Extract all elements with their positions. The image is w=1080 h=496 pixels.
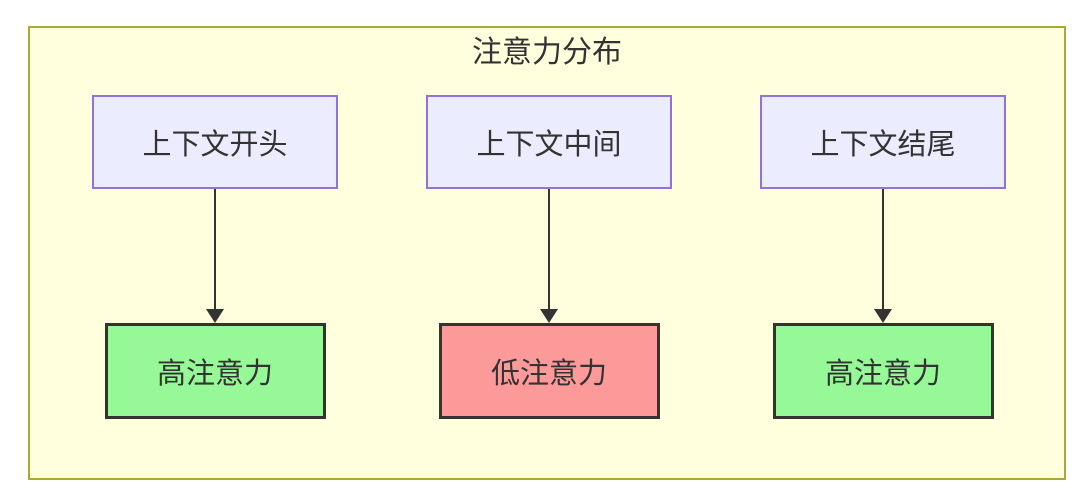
flow-column-context-start: 上下文开头 高注意力: [92, 95, 338, 419]
arrow-line: [214, 189, 216, 309]
node-attention-middle: 低注意力: [438, 323, 660, 419]
arrow-context-start-to-attention: [206, 189, 224, 323]
arrowhead-down-icon: [540, 309, 558, 323]
flow-column-context-middle: 上下文中间 低注意力: [426, 95, 672, 419]
arrow-line: [548, 189, 550, 309]
arrowhead-down-icon: [874, 309, 892, 323]
node-context-middle: 上下文中间: [426, 95, 672, 189]
arrow-line: [882, 189, 884, 309]
node-attention-end: 高注意力: [772, 323, 994, 419]
node-attention-start: 高注意力: [104, 323, 326, 419]
diagram-title: 注意力分布: [472, 36, 622, 69]
arrow-context-middle-to-attention: [540, 189, 558, 323]
node-context-start: 上下文开头: [92, 95, 338, 189]
flow-column-context-end: 上下文结尾 高注意力: [760, 95, 1006, 419]
attention-distribution-group: 注意力分布 上下文开头 高注意力 上下文中间 低注意力 上下文结尾 高注意力: [28, 26, 1066, 480]
arrowhead-down-icon: [206, 309, 224, 323]
arrow-context-end-to-attention: [874, 189, 892, 323]
node-context-end: 上下文结尾: [760, 95, 1006, 189]
